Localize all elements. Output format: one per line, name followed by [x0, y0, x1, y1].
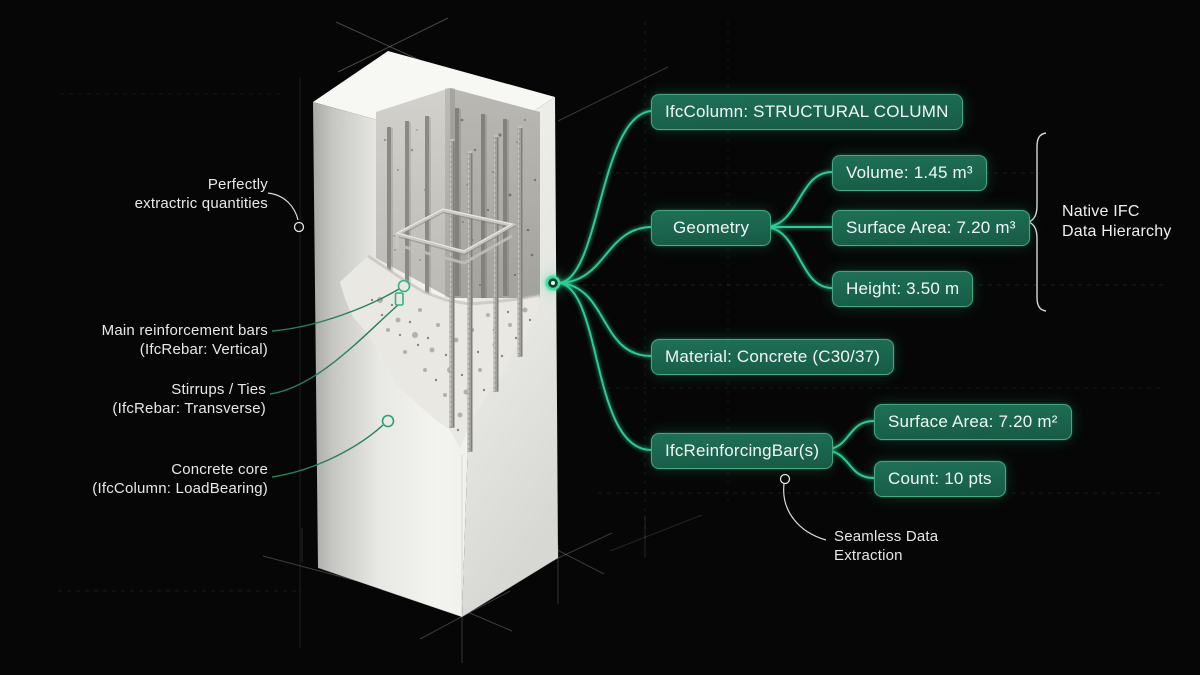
- green-node-dot: [542, 272, 564, 294]
- connector-to-ifccolumn: [559, 110, 652, 284]
- connector-to-geometry: [559, 226, 652, 284]
- leader-perfectly: [267, 192, 299, 221]
- square-marker-stirrup: [394, 292, 404, 306]
- dot-marker-perfectly: [293, 221, 305, 233]
- label-perfectly-quantities: Perfectly extractric quantities: [135, 176, 268, 213]
- aggregate-stones: [377, 297, 528, 418]
- label-line: (IfcRebar: Vertical): [139, 340, 268, 358]
- hierarchy-bracket: [1027, 132, 1047, 312]
- column-render: [313, 51, 559, 618]
- label-line: (IfcRebar: Transverse): [112, 399, 266, 417]
- dot-marker-extraction: [779, 473, 791, 485]
- badge-count: Count: 10 pts: [874, 461, 1006, 497]
- badge-volume: Volume: 1.45 m³: [832, 155, 987, 191]
- leader-stirrups: [269, 304, 399, 395]
- label-line: Main reinforcement bars: [101, 322, 268, 339]
- connector-lines: [559, 110, 875, 479]
- badge-reinforcing-bar: IfcReinforcingBar(s): [651, 433, 834, 469]
- label-line: extractric quantities: [134, 194, 268, 212]
- label-line: Extraction: [834, 546, 903, 564]
- leader-concrete-core: [271, 424, 384, 478]
- ring-marker-main-rebar: [397, 279, 411, 293]
- label-stirrups-ties: Stirrups / Ties (IfcRebar: Transverse): [112, 381, 266, 418]
- badge-material: Material: Concrete (C30/37): [651, 339, 895, 375]
- embedded-rebar-bars: [387, 108, 509, 310]
- cutaway-section: [340, 88, 541, 615]
- label-line: Native IFC: [1062, 203, 1140, 220]
- label-seamless-extraction: Seamless Data Extraction: [834, 528, 938, 565]
- connector-to-rebar: [559, 282, 652, 451]
- badge-surface-area-geometry: Surface Area: 7.20 m³: [832, 210, 1030, 246]
- label-concrete-core: Concrete core (IfcColumn: LoadBearing): [92, 461, 268, 498]
- connector-geometry-volume: [763, 171, 833, 228]
- badge-ifccolumn: IfcColumn: STRUCTURAL COLUMN: [651, 94, 963, 130]
- rebar-cage-vertical-bars: [449, 125, 523, 452]
- rough-break-surface: [340, 256, 540, 448]
- connector-geometry-height: [763, 226, 833, 289]
- label-line: Stirrups / Ties: [171, 381, 266, 398]
- label-main-reinforcement: Main reinforcement bars (IfcRebar: Verti…: [102, 322, 268, 359]
- badge-surface-area-rebar: Surface Area: 7.20 m²: [874, 404, 1072, 440]
- left-leader-lines: [269, 288, 400, 478]
- stirrup-tie-ring: [392, 208, 517, 265]
- leader-main-rebar: [271, 288, 400, 332]
- label-native-ifc-hierarchy: Native IFC Data Hierarchy: [1062, 202, 1172, 241]
- rebar-ring-markers: [381, 279, 411, 428]
- badge-geometry: Geometry: [651, 210, 772, 246]
- leader-extraction: [783, 483, 827, 541]
- label-line: Concrete core: [171, 461, 268, 478]
- ring-marker-concrete-core: [381, 414, 395, 428]
- badge-height: Height: 3.50 m: [832, 271, 974, 307]
- label-line: Perfectly: [207, 176, 268, 193]
- label-line: Seamless Data: [834, 528, 939, 545]
- label-line: (IfcColumn: LoadBearing): [92, 479, 268, 497]
- label-line: Data Hierarchy: [1062, 222, 1172, 240]
- connector-to-material: [559, 282, 652, 357]
- white-leader-lines: [267, 192, 827, 541]
